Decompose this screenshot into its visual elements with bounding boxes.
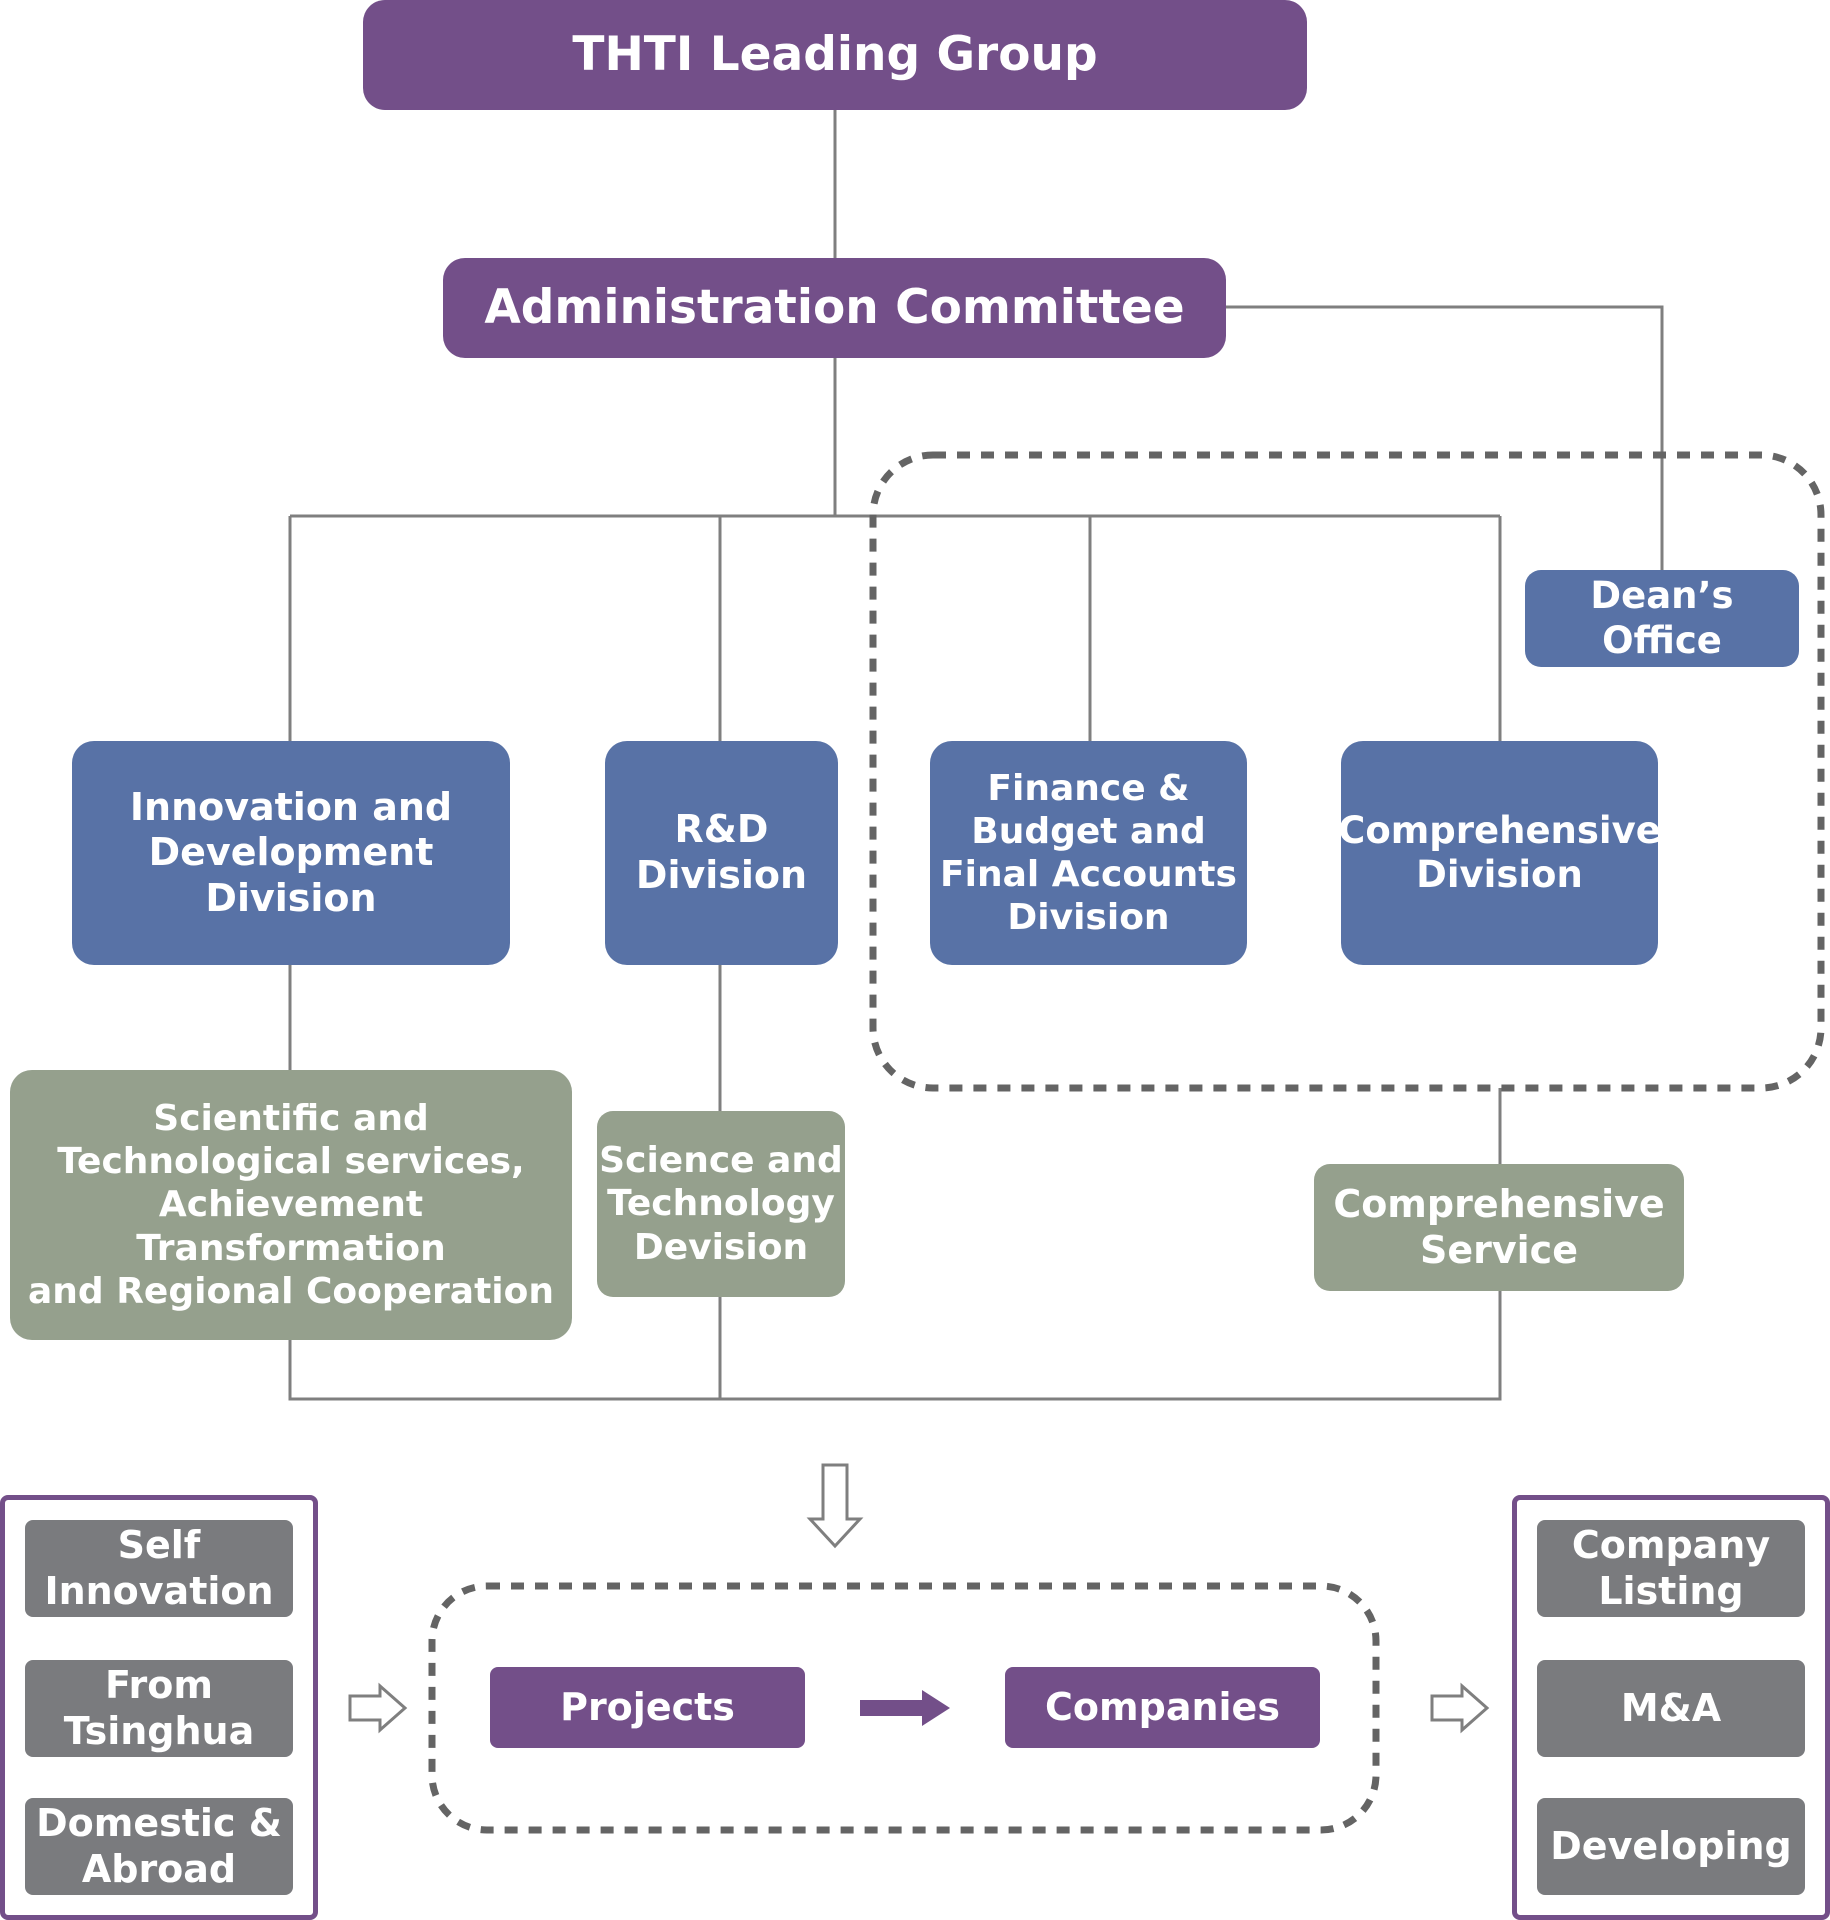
source-self-innovation: Self Innovation <box>25 1520 293 1617</box>
line-admin-to-deans <box>1225 305 1664 570</box>
outcomes-frame <box>1512 1495 1830 1920</box>
innovation-development-division: Innovation and Development Division <box>72 741 510 965</box>
outcome-m-and-a: M&A <box>1537 1660 1805 1757</box>
dashed-group-finance-comprehensive <box>869 451 1825 1092</box>
comprehensive-division: Comprehensive Division <box>1338 741 1661 965</box>
dashed-group-pipeline <box>428 1582 1380 1834</box>
arrow-projects-to-companies-icon <box>860 1690 950 1726</box>
right-arrow-icon <box>348 1682 408 1734</box>
outcome-developing: Developing <box>1537 1798 1805 1895</box>
outcome-company-listing: Company Listing <box>1537 1520 1805 1617</box>
companies-box: Companies <box>1005 1667 1320 1748</box>
science-technology-devision: Science and Technology Devision <box>597 1111 845 1297</box>
rd-division: R&D Division <box>605 741 838 965</box>
source-domestic-abroad: Domestic & Abroad <box>25 1798 293 1895</box>
right-arrow-icon <box>1430 1682 1490 1734</box>
finance-budget-division: Finance & Budget and Final Accounts Divi… <box>930 741 1247 965</box>
down-arrow-icon <box>806 1463 864 1549</box>
scitech-services-box: Scientific and Technological services, A… <box>10 1070 572 1340</box>
sources-frame <box>0 1495 318 1920</box>
source-from-tsinghua: From Tsinghua <box>25 1660 293 1757</box>
bottom-collector-line <box>288 1291 1502 1401</box>
deans-office: Dean’s Office <box>1525 570 1799 667</box>
thti-leading-group: THTI Leading Group <box>363 0 1307 110</box>
administration-committee: Administration Committee <box>443 258 1226 358</box>
projects-box: Projects <box>490 1667 805 1748</box>
comprehensive-service: Comprehensive Service <box>1314 1164 1684 1291</box>
